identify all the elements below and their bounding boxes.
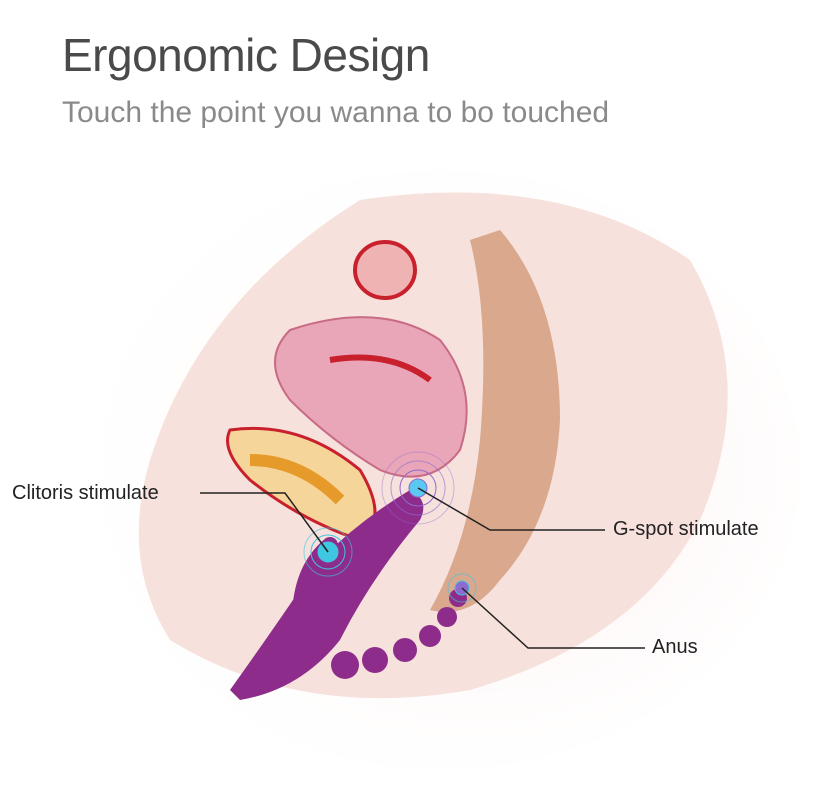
bladder-inner (249, 454, 345, 505)
uterus-shape (274, 316, 468, 478)
uterus-lining (329, 354, 432, 383)
anus-leader-line (461, 587, 645, 649)
page-subtitle: Touch the point you wanna to bo touched (62, 96, 610, 129)
device-beads (331, 589, 467, 679)
intestine-shape (353, 240, 417, 300)
clitoris-leader-line (200, 492, 329, 553)
gspot-label: G-spot stimulate (613, 518, 759, 540)
colon-shape (430, 230, 560, 612)
page-title: Ergonomic Design (62, 29, 430, 81)
gspot-leader-line (417, 487, 605, 531)
device-body (230, 490, 424, 700)
clitoris-label: Clitoris stimulate (12, 482, 159, 504)
anus-label: Anus (652, 636, 698, 658)
